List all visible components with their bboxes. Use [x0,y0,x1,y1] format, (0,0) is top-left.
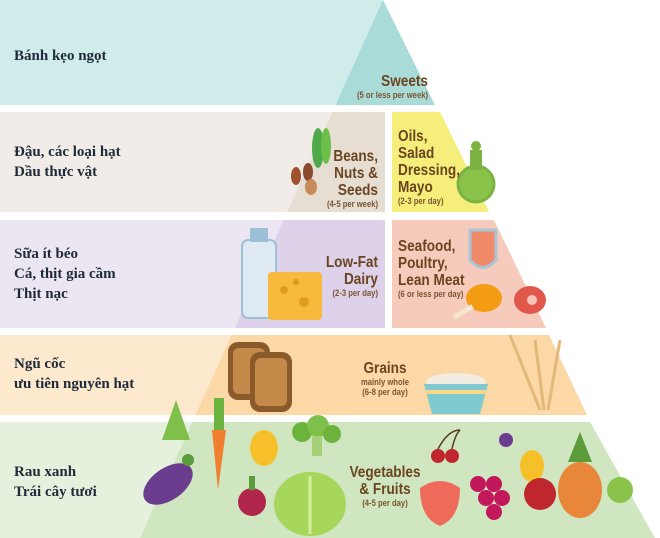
broccoli-icon [292,415,341,456]
tier-title: Beans, [333,148,378,165]
eggplant-icon [143,454,194,505]
tier-oils-label: Oils, Salad Dressing, Mayo (2-3 per day) [398,128,460,206]
wheat-icon [508,334,562,411]
tier-title: Dairy [343,271,378,288]
tier-title: Mayo [398,179,433,196]
tier-serving: (4-5 per week) [326,199,378,209]
vi-line: Trái cây tươi [14,484,97,500]
tier-title: Salad [398,145,435,162]
tier-beans-label: Beans, Nuts & Seeds (4-5 per week) [293,148,378,209]
tier-meat-label: Seafood, Poultry, Lean Meat (6 or less p… [398,238,465,299]
cabbage-icon [274,472,346,536]
tier-serving: (5 or less per week) [356,90,428,100]
grapes-icon [470,476,510,520]
vi-line: Bánh kẹo ngọt [14,48,107,64]
apple-icon [524,478,556,510]
pear-icon [520,450,544,482]
nuts-icon [291,163,317,195]
pineapple-icon [558,432,602,518]
tier-title: Seafood, [398,238,456,255]
steak-icon [514,286,546,314]
rice-bowl-icon [424,373,488,414]
tier-serving: (4-5 per day) [362,498,408,508]
tier-serving: (2-3 per day) [398,196,444,206]
tier-serving: (2-3 per day) [332,288,378,298]
tier-title: Seeds [337,182,378,199]
oil-bottle-icon [456,141,496,204]
tier-grains-label: Grains mainly whole (6-8 per day) [343,360,428,397]
plum-icon [499,433,513,447]
tier-sweets-label: Sweets (5 or less per week) [326,73,428,100]
tier-title: & Fruits [359,481,411,498]
vi-line: Ngũ cốc [14,356,66,372]
lettuce-icon [162,400,190,440]
tier-vegetables-label: Vegetables & Fruits (4-5 per day) [338,464,432,508]
tier-title: Low-Fat [325,254,378,271]
tier-sweets-band [0,0,435,105]
tier-title: Oils, [398,128,428,145]
tier-beans-band [0,112,385,212]
green-apple-icon [607,477,633,503]
vi-line: Cá, thịt gia cầm [14,266,116,282]
chicken-leg-icon [452,284,502,320]
tier-serving: (6 or less per day) [398,289,464,299]
peapod-icon [312,128,331,168]
tier-title: Vegetables [349,464,421,481]
tier-serving: (6-8 per day) [362,387,408,397]
tier-title: Poultry, [398,255,448,272]
tier-title: Grains [363,360,407,377]
salmon-icon [468,228,498,269]
vi-line: Dầu thực vật [14,164,98,180]
bell-pepper-icon [250,430,278,466]
tier-subtitle: mainly whole [360,377,410,387]
vi-line: Sữa ít béo [14,246,79,262]
tier-title: Dressing, [398,162,460,179]
vi-line: Thịt nạc [14,286,68,302]
tier-title: Lean Meat [398,272,465,289]
milk-bottle-icon [241,228,277,319]
tier-grains-vi-label: Ngũ cốc ưu tiên nguyên hạt [14,354,134,394]
vi-line: Rau xanh [14,464,77,480]
left-overlay [0,0,383,538]
carrot-icon [212,398,226,490]
bread-icon [228,342,292,412]
tier-sweets-vi-label: Bánh kẹo ngọt [14,46,107,66]
beet-icon [238,476,266,516]
vi-line: ưu tiên nguyên hạt [14,376,135,392]
tier-meat-band [392,220,546,328]
tier-title: Nuts & [334,165,378,182]
tier-title: Sweets [381,73,428,90]
strawberry-icon [420,481,460,526]
cheese-icon [268,272,322,320]
tier-dairy-label: Low-Fat Dairy (2-3 per day) [293,254,378,298]
cherries-icon [431,429,461,463]
vi-line: Đậu, các loại hạt [14,144,121,160]
